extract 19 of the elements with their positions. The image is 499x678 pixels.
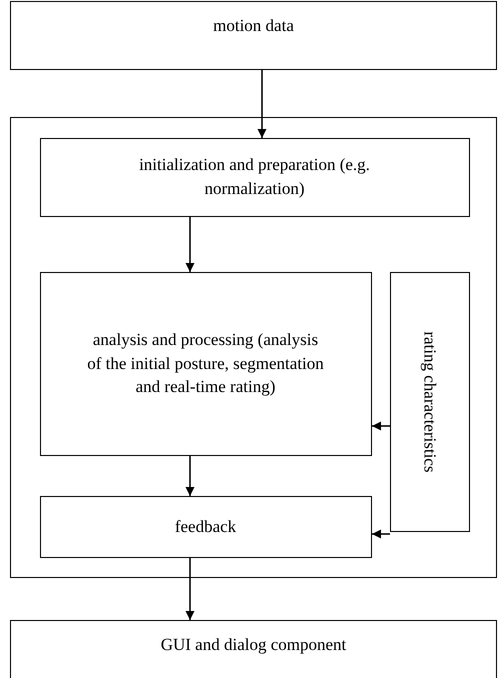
arrow [258, 70, 266, 138]
process-box [390, 272, 470, 532]
process-box [40, 496, 372, 558]
arrow [372, 530, 390, 538]
process-box [40, 272, 372, 456]
container-box [10, 117, 497, 578]
arrow [186, 456, 194, 496]
box-label: feedback [174, 516, 236, 538]
box-label: rating characteristics [419, 330, 440, 472]
arrow [186, 558, 194, 620]
process-box [40, 138, 470, 216]
process-box [10, 1, 497, 70]
arrow [372, 422, 390, 430]
arrow [186, 217, 194, 272]
process-box [10, 620, 497, 678]
box-label: initialization and preparation (e.g. normalization) [138, 154, 371, 200]
box-label: analysis and processing (analysis of the initial posture, segmentation and real-time rating) [86, 328, 325, 398]
box-label: motion data [213, 15, 294, 37]
box-label: GUI and dialog component [160, 634, 346, 656]
